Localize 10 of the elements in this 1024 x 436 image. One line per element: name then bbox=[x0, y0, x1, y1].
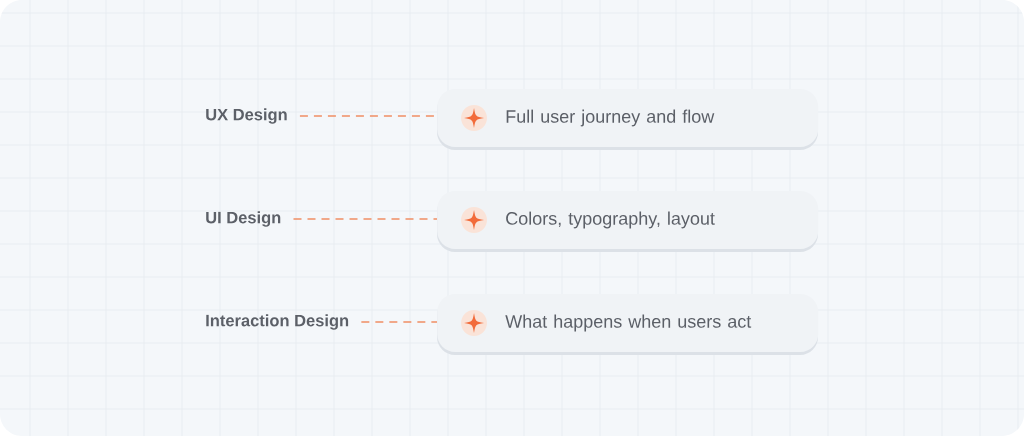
card: What happens when users act bbox=[437, 294, 819, 355]
card: Full user journey and flow bbox=[437, 89, 819, 150]
card: Colors, typography, layout bbox=[437, 191, 819, 252]
dashed-connector bbox=[292, 218, 438, 220]
node-label: Colors, typography, layout bbox=[506, 211, 715, 229]
label-text: UX Design bbox=[206, 108, 287, 124]
label-text: Interaction Design bbox=[206, 314, 349, 330]
dashed-connector bbox=[360, 321, 438, 323]
label-text: UI Design bbox=[206, 211, 281, 227]
node-label: Full user journey and flow bbox=[506, 109, 715, 127]
